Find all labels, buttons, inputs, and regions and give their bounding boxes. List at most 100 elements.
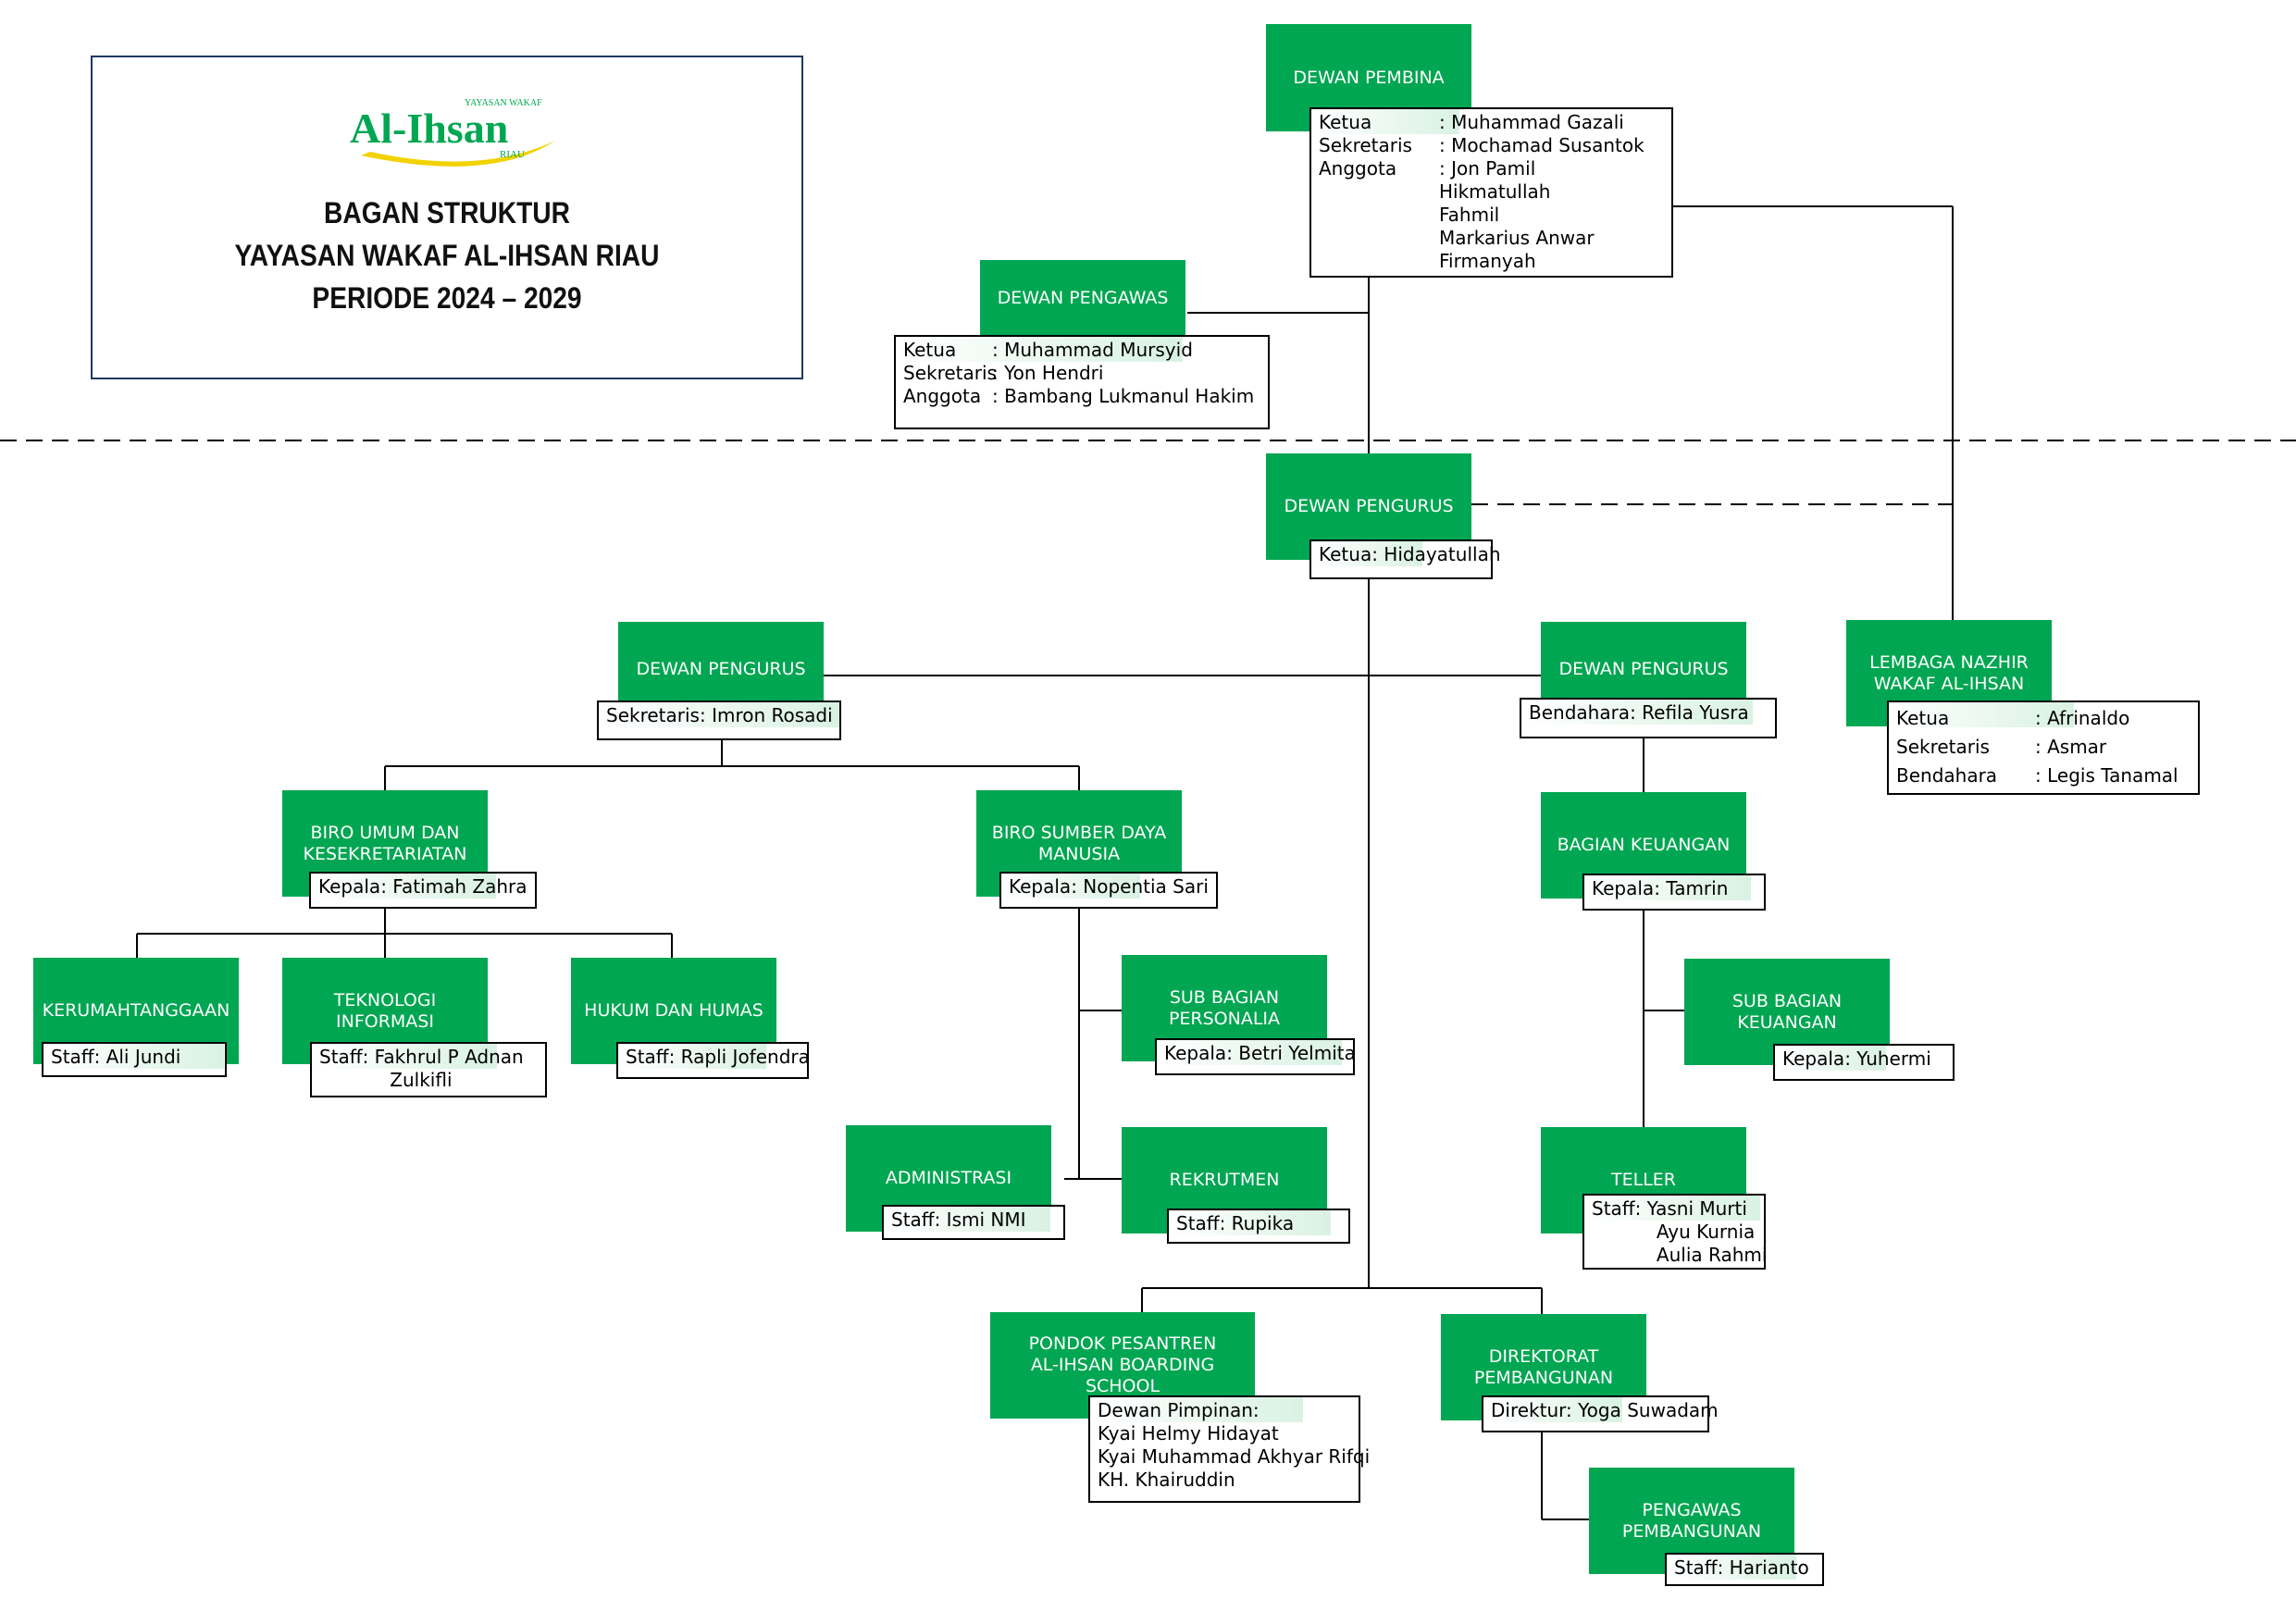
- pondok-pesantren-title-line: AL-IHSAN BOARDING SCHOOL: [1030, 1355, 1215, 1396]
- dewan-pembina-member-row: Markarius Anwar: [1319, 227, 1664, 250]
- dewan-pembina-role-label: [1319, 204, 1439, 227]
- lembaga-nazhir-member-name: : Afrinaldo: [2035, 707, 2130, 729]
- dewan-pembina-member-name: Hikmatullah: [1439, 180, 1551, 203]
- sub-bagian-keuangan-members: Kepala: Yuhermi: [1773, 1044, 1955, 1081]
- bagian-keuangan-title: BAGIAN KEUANGAN: [1558, 835, 1731, 856]
- pondok-pesantren-member-row: Kyai Helmy Hidayat: [1098, 1422, 1351, 1445]
- dewan-pengurus-sekretaris-title-line: DEWAN PENGURUS: [636, 658, 806, 679]
- dewan-pengurus-bendahara-title: DEWAN PENGURUS: [1558, 659, 1728, 680]
- lembaga-nazhir-member-row: Bendahara: Legis Tanamal: [1896, 762, 2191, 790]
- dewan-pembina-member-name: Markarius Anwar: [1439, 227, 1595, 249]
- dewan-pengurus-bendahara-title-line: DEWAN PENGURUS: [1558, 658, 1729, 679]
- biro-umum-title-line: BIRO UMUM DAN: [310, 822, 460, 843]
- lembaga-nazhir-role-label: Sekretaris: [1896, 736, 1990, 758]
- bagian-keuangan-members: Kepala: Tamrin: [1582, 874, 1766, 911]
- teller-member-name: Aulia Rahmi: [1592, 1244, 1768, 1266]
- lembaga-nazhir-member-row: Ketua: Afrinaldo: [1896, 704, 2191, 733]
- dewan-pembina-member-row: Fahmil: [1319, 204, 1664, 227]
- dewan-pengawas-member-row: Ketua: Muhammad Mursyid: [903, 339, 1260, 362]
- hukum-humas-title-line: HUKUM DAN HUMAS: [584, 1000, 763, 1021]
- pengawas-pembangunan-title-line: PEMBANGUNAN: [1621, 1520, 1762, 1542]
- dewan-pembina-member-row: Sekretaris : Mochamad Susantok: [1319, 134, 1664, 157]
- sub-bagian-personalia-member-name: Kepala: Betri Yelmita: [1164, 1042, 1356, 1064]
- biro-sdm-member-name: Kepala: Nopentia Sari: [1009, 875, 1209, 898]
- teknologi-informasi-title-line: INFORMASI: [336, 1010, 434, 1032]
- direktorat-pembangunan-members: Direktur: Yoga Suwadam: [1482, 1395, 1719, 1432]
- chart-title-line-3: PERIODE 2024 – 2029: [312, 281, 582, 315]
- dewan-pembina-member-row: Firmanyah: [1319, 250, 1664, 273]
- teller-members: Staff: Yasni Murti Ayu Kurnia Aulia Rahm…: [1582, 1194, 1768, 1270]
- teller-member-name: Ayu Kurnia: [1592, 1221, 1756, 1243]
- biro-umum-members: Kepala: Fatimah Zahra: [309, 872, 537, 909]
- direktorat-pembangunan-title-line: DIREKTORAT: [1488, 1345, 1599, 1367]
- administrasi-member-name: Staff: Ismi NMI: [891, 1209, 1026, 1231]
- dewan-pengawas-role-label: Sekretaris: [903, 362, 997, 384]
- dewan-pengawas-role-label: Anggota: [903, 385, 982, 407]
- dewan-pembina-role-label: Sekretaris: [1319, 134, 1412, 156]
- svg-text:Al-Ihsan: Al-Ihsan: [350, 105, 508, 152]
- biro-sdm-member-row: Kepala: Nopentia Sari: [1009, 875, 1209, 899]
- kerumahtanggaan-title-line: KERUMAHTANGGAAN: [42, 1000, 230, 1021]
- rekrutmen-title: REKRUTMEN: [1170, 1170, 1280, 1191]
- dewan-pembina-role-label: Ketua: [1319, 111, 1372, 133]
- dewan-pengurus-bendahara-member-row: Bendahara: Refila Yusra: [1529, 701, 1768, 725]
- sub-bagian-keuangan-title-line: KEUANGAN: [1737, 1011, 1837, 1033]
- dewan-pembina-member-row: Anggota : Jon Pamil: [1319, 157, 1664, 180]
- dewan-pengurus-ketua-title-line: DEWAN PENGURUS: [1284, 496, 1454, 516]
- hukum-humas-members: Staff: Rapli Jofendra: [616, 1042, 810, 1079]
- dewan-pembina-role-label: [1319, 180, 1439, 204]
- dewan-pengawas-member-name: : Muhammad Mursyid: [992, 339, 1193, 361]
- pondok-pesantren-member-row: KH. Khairuddin: [1098, 1469, 1351, 1492]
- teller-member-row: Aulia Rahmi: [1592, 1244, 1768, 1267]
- direktorat-pembangunan-member-row: Direktur: Yoga Suwadam: [1491, 1399, 1719, 1422]
- direktorat-pembangunan-title-line: PEMBANGUNAN: [1473, 1367, 1614, 1388]
- sub-bagian-personalia-members: Kepala: Betri Yelmita: [1155, 1038, 1356, 1075]
- pengawas-pembangunan-member-row: Staff: Harianto: [1674, 1556, 1815, 1580]
- dewan-pengurus-sekretaris-member-row: Sekretaris: Imron Rosadi: [606, 704, 833, 727]
- dewan-pengurus-ketua-members: Ketua: Hidayatullah: [1309, 539, 1501, 579]
- teknologi-informasi-member-row: Zulkifli: [319, 1069, 538, 1092]
- teller-title-line: TELLER: [1611, 1170, 1676, 1190]
- dewan-pembina-member-row: Hikmatullah: [1319, 180, 1664, 204]
- hukum-humas-member-row: Staff: Rapli Jofendra: [626, 1046, 810, 1069]
- dewan-pembina-member-row: Ketua: Muhammad Gazali: [1319, 111, 1664, 134]
- dewan-pengurus-ketua-title: DEWAN PENGURUS: [1284, 496, 1453, 517]
- title-panel: YAYASAN WAKAF Al-Ihsan RIAU BAGAN STRUKT…: [91, 56, 803, 379]
- rekrutmen-members: Staff: Rupika: [1167, 1209, 1350, 1244]
- rekrutmen-member-row: Staff: Rupika: [1176, 1212, 1341, 1235]
- hukum-humas-title: HUKUM DAN HUMAS: [584, 1000, 763, 1022]
- lembaga-nazhir-title-line: WAKAF AL-IHSAN: [1873, 673, 2025, 694]
- dewan-pembina-role-label: [1319, 227, 1439, 250]
- dewan-pembina-title: DEWAN PEMBINA: [1293, 68, 1444, 89]
- rekrutmen-title-line: REKRUTMEN: [1169, 1170, 1280, 1190]
- dewan-pembina-title-line: DEWAN PEMBINA: [1293, 67, 1445, 88]
- chart-title-line-1: BAGAN STRUKTUR: [324, 196, 570, 229]
- chart-title-line-2: YAYASAN WAKAF AL-IHSAN RIAU: [234, 239, 660, 272]
- direktorat-pembangunan-member-name: Direktur: Yoga Suwadam: [1491, 1399, 1719, 1421]
- dewan-pembina-member-name: : Jon Pamil: [1439, 157, 1536, 180]
- rekrutmen-member-name: Staff: Rupika: [1176, 1212, 1295, 1234]
- kerumahtanggaan-title: KERUMAHTANGGAAN: [43, 1000, 230, 1022]
- dewan-pembina-role-label: Anggota: [1319, 157, 1397, 180]
- biro-umum-member-row: Kepala: Fatimah Zahra: [318, 875, 527, 899]
- dewan-pengurus-bendahara-member-name: Bendahara: Refila Yusra: [1529, 701, 1749, 724]
- teller-member-name: Staff: Yasni Murti: [1592, 1197, 1747, 1220]
- pondok-pesantren-title-line: PONDOK PESANTREN: [1028, 1333, 1217, 1354]
- dewan-pengawas-member-name: : Yon Hendri: [992, 362, 1104, 384]
- biro-sdm-title-line: BIRO SUMBER DAYA: [991, 822, 1167, 843]
- dewan-pembina-member-name: : Mochamad Susantok: [1439, 134, 1644, 156]
- biro-sdm-title-line: MANUSIA: [1037, 843, 1121, 864]
- teknologi-informasi-member-row: Staff: Fakhrul P Adnan: [319, 1046, 538, 1069]
- sub-bagian-keuangan-member-name: Kepala: Yuhermi: [1782, 1048, 1931, 1070]
- svg-text:RIAU: RIAU: [500, 149, 525, 160]
- dewan-pengawas-member-row: Sekretaris: Yon Hendri: [903, 362, 1260, 385]
